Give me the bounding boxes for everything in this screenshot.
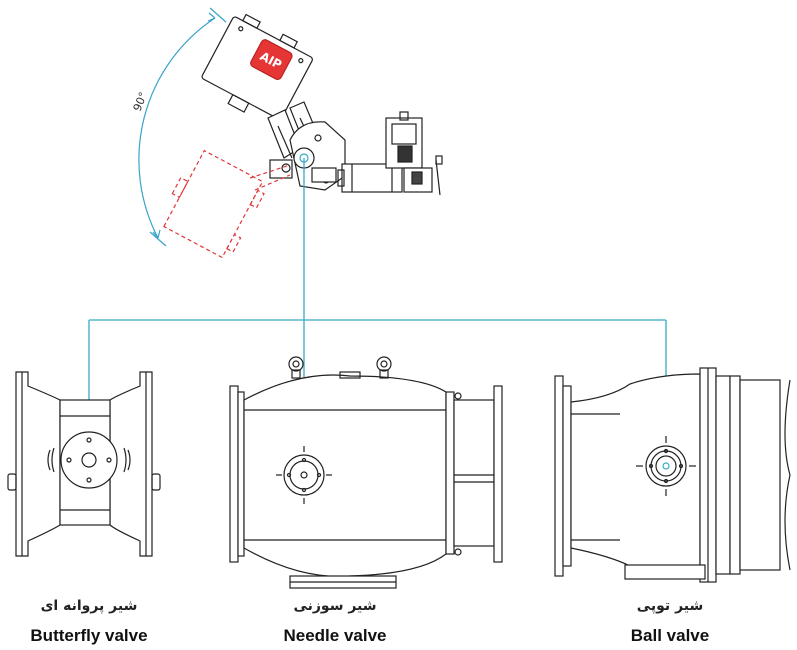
- butterfly-valve-label-fa: شیر پروانه ای: [40, 598, 138, 614]
- brand-logo: AIP: [250, 39, 293, 81]
- ball-valve: [554, 367, 791, 583]
- cylinder-assembly: [337, 111, 443, 196]
- rotation-arc: [138, 7, 227, 247]
- butterfly-valve-label-en: Butterfly valve: [30, 626, 148, 645]
- ball-valve-label-en: Ball valve: [630, 626, 710, 645]
- alternate-position: [163, 149, 291, 259]
- needle-valve-label-fa: شیر سوزنی: [293, 598, 377, 614]
- needle-valve-label-en: Needle valve: [283, 626, 387, 645]
- angle-label: 90°: [131, 90, 150, 113]
- needle-valve: [229, 356, 503, 589]
- butterfly-valve: [7, 371, 161, 557]
- ball-valve-label-fa: شیر توپی: [636, 598, 704, 614]
- pivot-hub: [289, 121, 346, 191]
